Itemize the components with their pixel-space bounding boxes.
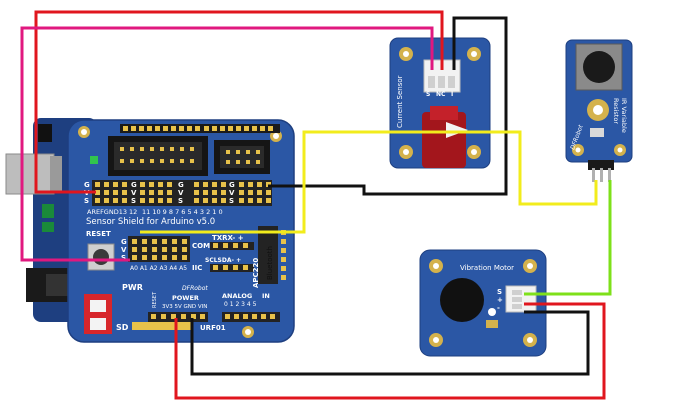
svg-text:G: G <box>121 238 127 246</box>
svg-text:V: V <box>121 246 127 254</box>
svg-text:G: G <box>131 181 137 189</box>
sd-label: SD <box>116 323 129 332</box>
svg-text:G: G <box>178 181 184 189</box>
power-pin-labels: 3V3 5V GND VIN <box>162 304 207 310</box>
svg-text:S: S <box>229 197 234 205</box>
power-jack-inner <box>46 274 68 296</box>
apc220-label: APC220 <box>252 258 260 288</box>
arrow-icon <box>446 122 468 138</box>
current-sensor-module: S NC I Current Sensor <box>389 37 491 169</box>
urf-label: URF01 <box>200 324 226 332</box>
sclsda-label: SCLSDA- + <box>205 257 241 264</box>
potentiometer-label: IR Variable <box>620 98 628 133</box>
cs-pin-s: S <box>426 91 430 98</box>
gvs-label-s: S <box>84 197 89 205</box>
usb-connector-edge <box>50 156 62 192</box>
bottom-pin-strip <box>132 322 192 330</box>
potentiometer-module: IR Variable Resistor DFRobot <box>565 39 633 182</box>
top-pin-strip <box>120 124 280 133</box>
analog-header-labels: A0 A1 A2 A3 A4 A5 <box>130 265 187 272</box>
reset-label: RESET <box>86 230 111 238</box>
svg-text:S: S <box>121 254 126 262</box>
usb-connector <box>5 153 55 195</box>
digital-pin-numbers: 11 10 9 8 7 6 5 4 3 2 1 0 <box>142 208 223 216</box>
current-sensor-label: Current Sensor <box>396 75 404 128</box>
vm-pin-s: S <box>497 288 502 296</box>
capacitor <box>42 222 54 232</box>
wire-black-current-sensor <box>268 16 508 196</box>
vm-pin-plus: + <box>497 296 503 304</box>
potentiometer-knob[interactable] <box>583 51 615 83</box>
bluetooth-header <box>258 226 278 284</box>
analog-in-header <box>222 312 280 322</box>
voltage-regulator <box>38 124 52 142</box>
wire-red-current-sensor <box>34 10 444 194</box>
led-green <box>42 204 54 218</box>
shield-title: Sensor Shield for Arduino v5.0 <box>86 217 215 227</box>
wire-green-potentiometer <box>524 180 612 296</box>
cs-pin-i: I <box>451 91 453 98</box>
power-label: POWER <box>172 294 199 302</box>
wire-pink-current-sensor <box>20 26 434 262</box>
vibration-motor-disc <box>440 278 484 322</box>
potentiometer-label-2: Resistor <box>612 98 620 124</box>
aref-label: AREFGND13 12 <box>87 208 137 216</box>
svg-text:V: V <box>178 189 184 197</box>
shield-brand-logo: DFRobot <box>182 285 208 292</box>
reset-side-label: RESET <box>152 291 158 308</box>
com-header <box>210 242 254 250</box>
cs-pin-nc: NC <box>436 91 446 98</box>
svg-text:G: G <box>229 181 235 189</box>
analog-pin-header <box>128 236 190 262</box>
wires <box>20 10 612 400</box>
svg-text:V: V <box>229 189 235 197</box>
bluetooth-label: Bluetooth <box>266 246 274 280</box>
vibration-motor-module: Vibration Motor S + - <box>419 249 547 357</box>
analog-label: ANALOG <box>222 292 252 300</box>
svg-text:S: S <box>131 197 136 205</box>
iic-label: IIC <box>192 264 202 272</box>
status-led <box>90 156 98 164</box>
analog-pin-labels: 0 1 2 3 4 5 <box>224 301 257 308</box>
wire-yellow-potentiometer <box>140 130 598 234</box>
gvs-label-g: G <box>84 181 90 189</box>
arduino-board: G V S G V S G V S G V S AREFGND13 12 11 … <box>5 118 295 343</box>
svg-text:V: V <box>131 189 137 197</box>
vm-pin-minus: - <box>497 304 500 312</box>
iic-header <box>210 264 254 272</box>
wire-black-vibration-motor <box>190 310 590 376</box>
svg-text:S: S <box>178 197 183 205</box>
pwr-label: PWR <box>122 283 143 292</box>
current-sensor-coil <box>422 112 466 168</box>
wire-red-vibration-motor <box>174 302 606 400</box>
vibration-motor-label: Vibration Motor <box>460 264 514 272</box>
com-label: COM <box>192 242 210 250</box>
digital-pin-header <box>92 180 272 206</box>
txrx-label: TXRX- + <box>212 234 244 242</box>
in-label: IN <box>262 292 270 300</box>
power-header <box>148 312 208 322</box>
